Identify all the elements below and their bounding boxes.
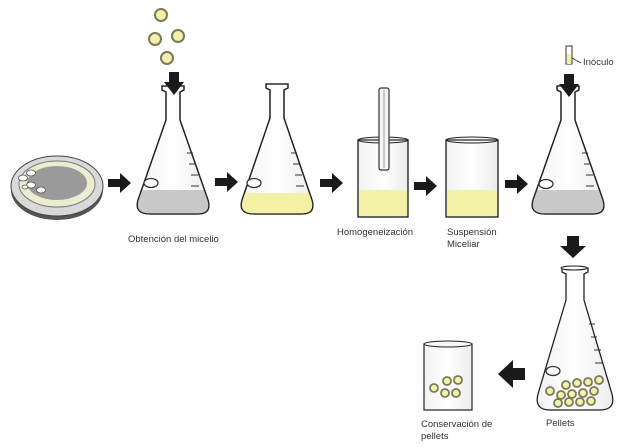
flask-1-icon (136, 85, 210, 215)
arrow-right-icon (414, 176, 437, 196)
arrow-right-icon (215, 172, 238, 192)
label-suspension-line2: Miceliar (447, 239, 480, 250)
storage-beaker-icon (423, 340, 473, 411)
pellets-falling-icon (148, 8, 185, 65)
petri-dish-icon (10, 155, 104, 220)
pellets-icon (429, 375, 463, 398)
label-homogeneizacion: Homogeneización (337, 227, 414, 238)
colony-icon (18, 169, 46, 194)
flask-4-icon (536, 265, 614, 411)
arrow-down-icon (164, 72, 184, 95)
homogenizer-beaker-icon (357, 87, 409, 218)
label-conservacion-line2: pellets (421, 431, 449, 442)
arrow-down-icon (559, 74, 579, 97)
suspension-beaker-icon (445, 136, 499, 218)
label-obtencion: Obtención del micelio (128, 234, 219, 245)
pipette-icon (565, 45, 582, 65)
arrow-right-icon (320, 173, 343, 193)
label-conservacion-line1: Conservación de (421, 419, 493, 430)
label-inoculo: Inóculo (583, 57, 614, 68)
arrow-left-icon (498, 360, 525, 388)
flask-3-icon (531, 85, 605, 215)
label-pellets: Pellets (546, 418, 575, 429)
flask-2-icon (240, 83, 314, 215)
arrow-down-icon (560, 236, 586, 258)
pellets-icon (545, 375, 604, 408)
arrow-right-icon (505, 174, 528, 194)
label-suspension-line1: Suspensión (447, 227, 497, 238)
homogenizer-probe-icon (378, 87, 390, 171)
arrow-right-icon (108, 173, 131, 193)
